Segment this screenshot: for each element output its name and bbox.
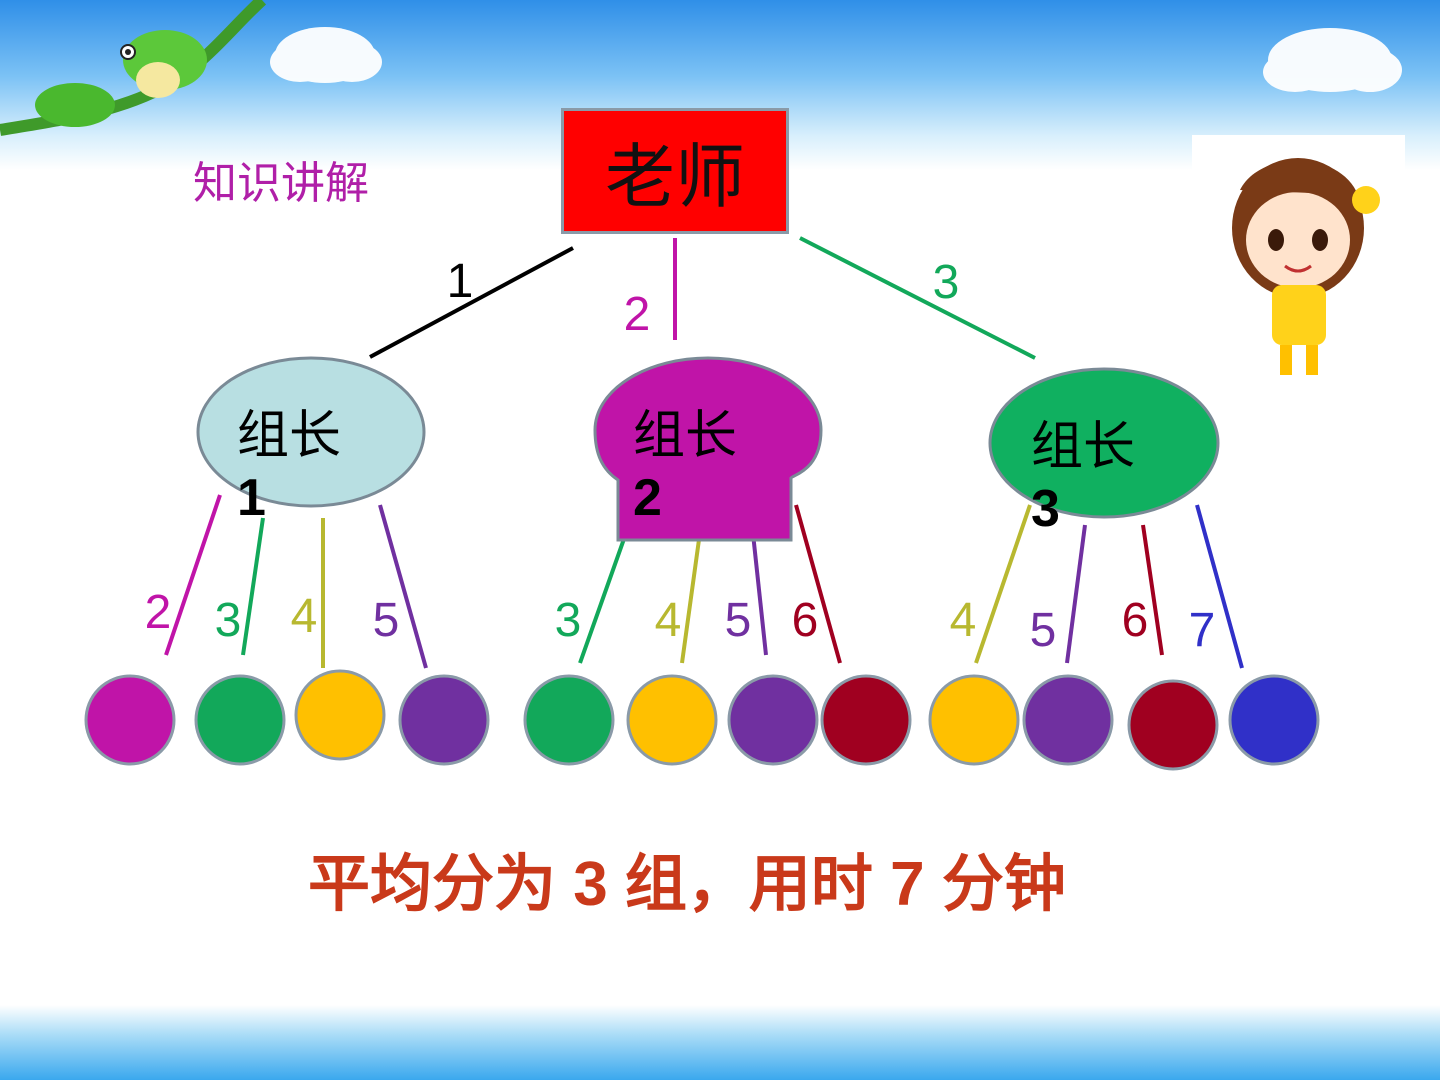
member-edge-label-3-4: 7	[1189, 604, 1216, 657]
member-edge-label-1-3: 4	[291, 590, 318, 643]
member-edge-label-3-3: 6	[1122, 594, 1149, 647]
member-edge-2-4	[794, 504, 842, 664]
member-node-2-1	[523, 674, 615, 766]
section-title: 知识讲解	[193, 158, 369, 209]
member-node-3-3	[1127, 679, 1219, 771]
member-edge-3-4	[1195, 504, 1244, 669]
member-node-2-4	[820, 674, 912, 766]
leader-3-label: 组长 3	[1031, 416, 1135, 540]
member-node-1-4	[398, 674, 490, 766]
member-node-3-2	[1022, 674, 1114, 766]
member-edge-label-1-4: 5	[373, 594, 400, 647]
member-edge-label-2-1: 3	[555, 594, 582, 647]
member-edge-1-4	[378, 504, 428, 669]
member-edge-label-3-2: 5	[1030, 604, 1057, 657]
leader-3-node	[988, 367, 1220, 519]
leader-1-title: 组长	[237, 406, 342, 466]
member-edge-label-2-2: 4	[655, 594, 682, 647]
member-node-1-3	[294, 669, 386, 761]
leader-2-label: 组长 2	[633, 405, 737, 529]
leader-1-label: 组长 1	[237, 405, 341, 529]
leader-3-title: 组长	[1031, 417, 1136, 477]
member-node-3-1	[928, 674, 1020, 766]
footer-band	[0, 1005, 1440, 1080]
member-edge-label-1-2: 3	[215, 594, 242, 647]
member-edge-3-2	[1065, 524, 1087, 664]
teacher-edge-label-3: 3	[933, 256, 960, 309]
member-edge-label-2-3: 5	[725, 594, 752, 647]
member-node-3-4	[1228, 674, 1320, 766]
member-edge-1-2	[241, 517, 265, 656]
leader-1-number: 1	[237, 469, 266, 527]
leader-3-number: 3	[1031, 480, 1060, 538]
member-edge-label-1-1: 2	[145, 586, 172, 639]
teacher-label: 老师	[605, 135, 745, 218]
leader-2-number: 2	[633, 469, 662, 527]
member-edge-1-1	[164, 494, 222, 656]
cloud-icon	[1263, 28, 1402, 92]
teacher-edge-label-2: 2	[624, 288, 651, 341]
member-node-2-2	[626, 674, 718, 766]
girl-illustration	[1192, 135, 1405, 380]
teacher-edge-1	[369, 246, 574, 359]
member-edge-2-2	[680, 524, 703, 664]
member-node-1-2	[194, 674, 286, 766]
member-node-1-1	[84, 674, 176, 766]
teacher-edge-label-1: 1	[447, 255, 474, 308]
summary-text: 平均分为 3 组，用时 7 分钟	[308, 850, 1066, 919]
member-edge-3-3	[1141, 524, 1164, 656]
leader-2-title: 组长	[633, 406, 738, 466]
vine-snail-icon	[0, 0, 267, 136]
member-edge-label-2-4: 6	[792, 594, 819, 647]
member-edge-label-3-1: 4	[950, 594, 977, 647]
leader-2-node	[593, 356, 823, 542]
teacher-node: 老师	[561, 108, 789, 234]
teacher-edge-3	[799, 236, 1036, 360]
member-node-2-3	[727, 674, 819, 766]
leader-1-node	[196, 356, 426, 508]
cloud-icon	[270, 27, 382, 83]
member-edge-3-1	[974, 504, 1032, 664]
